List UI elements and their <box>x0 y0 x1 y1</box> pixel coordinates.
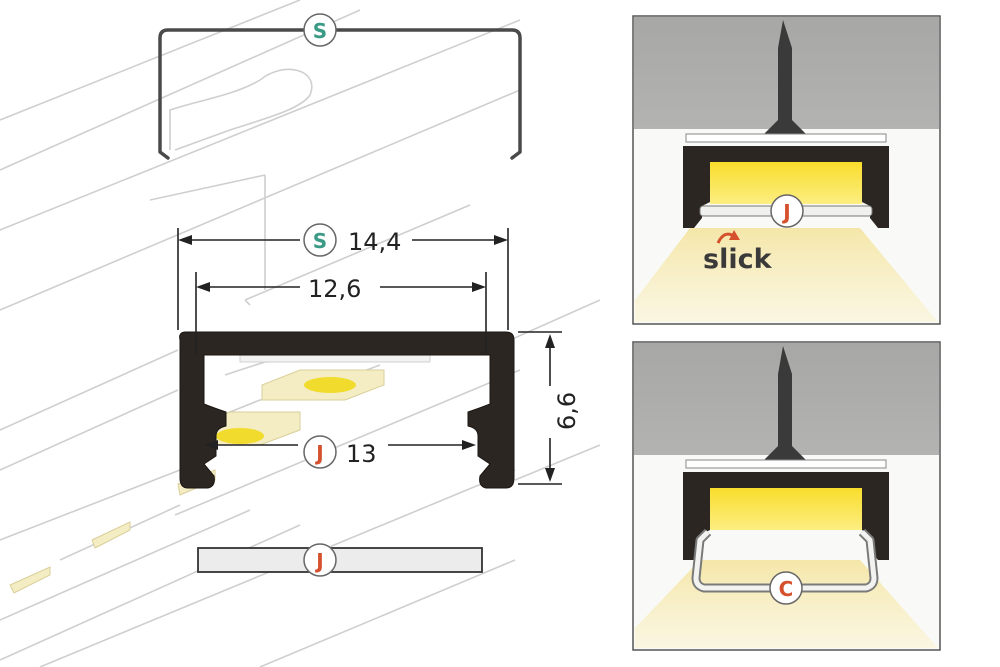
dimension-outer-width <box>177 228 509 330</box>
badge-panel2-cover: C <box>769 571 803 605</box>
dimension-height <box>518 331 562 485</box>
badge-panel1-cover: J <box>770 194 804 228</box>
svg-text:J: J <box>314 549 323 573</box>
dim-outer-width-label: 14,4 <box>348 228 401 256</box>
perspective-sketch <box>0 0 601 667</box>
badge-cover-strip: J <box>303 543 337 577</box>
svg-text:C: C <box>779 577 794 601</box>
dim-height-label: 6,6 <box>553 392 581 430</box>
panel-mounted-slick: slick J <box>632 15 941 325</box>
svg-text:J: J <box>314 441 323 465</box>
mounting-clip <box>158 28 522 160</box>
badge-clip-top: S <box>303 13 337 47</box>
svg-text:J: J <box>781 200 790 224</box>
profile-cross-section <box>179 331 515 489</box>
slick-brand-label: slick <box>703 244 773 275</box>
badge-dim-cover: J <box>303 435 337 469</box>
svg-text:S: S <box>313 19 327 43</box>
dimension-cover-width <box>204 440 476 450</box>
dim-cover-width-label: 13 <box>346 440 377 468</box>
dim-inner-width-label: 12,6 <box>308 275 361 303</box>
panel-mounted-cover-c: C <box>632 341 941 651</box>
cover-strip <box>197 547 483 573</box>
dimension-inner-width <box>195 272 487 355</box>
badge-dim-outer: S <box>303 223 337 257</box>
svg-text:S: S <box>313 229 327 253</box>
